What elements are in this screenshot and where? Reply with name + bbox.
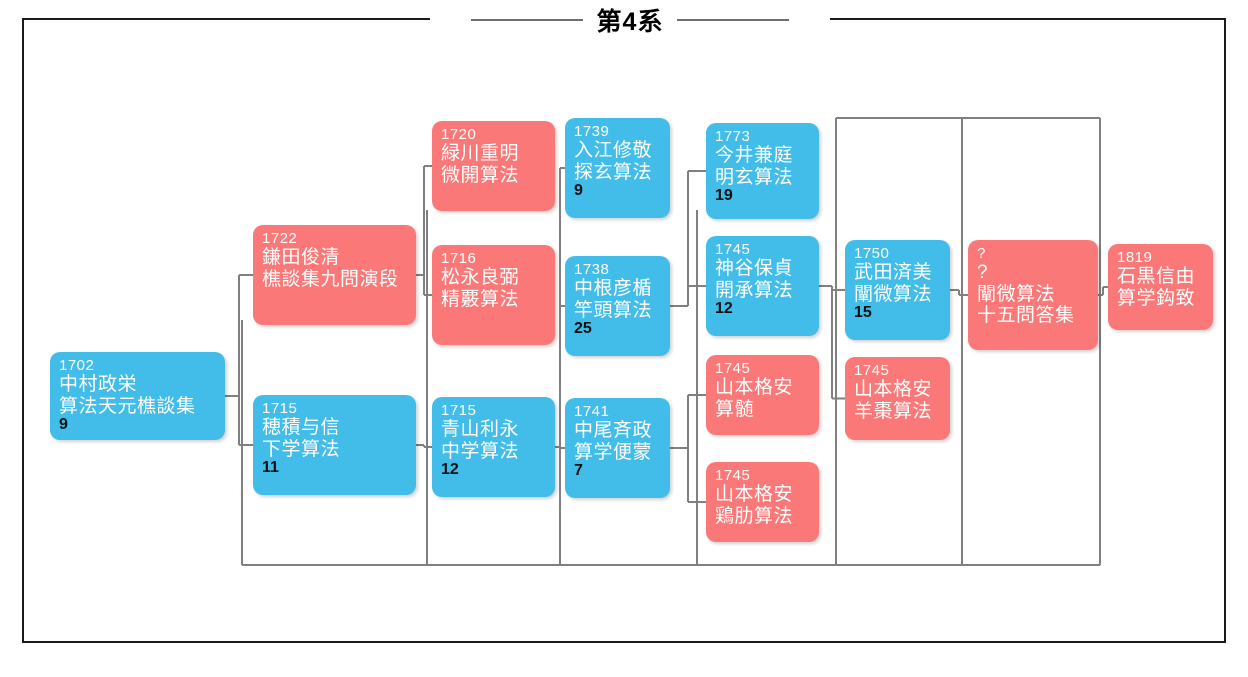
node-work-title: 下学算法 — [262, 438, 341, 460]
node-problem-count: 9 — [574, 182, 583, 200]
node-problem-count: 12 — [715, 300, 733, 318]
node-author: 中尾斉政 — [574, 420, 653, 442]
node-problem-count: 15 — [854, 304, 872, 322]
node-year: 1750 — [854, 245, 890, 262]
node-author: 神谷保貞 — [715, 258, 794, 280]
node-author: 石黒信由 — [1117, 266, 1196, 288]
node-year: 1720 — [441, 126, 477, 143]
node-author: 今井兼庭 — [715, 145, 794, 167]
node-author: 中村政栄 — [59, 374, 138, 396]
node-author: 鎌田俊清 — [262, 247, 341, 269]
node-author: 青山利永 — [441, 419, 520, 441]
node-year: 1738 — [574, 261, 610, 278]
node-problem-count: 7 — [574, 462, 583, 480]
node-year: 1745 — [854, 362, 890, 379]
node-author: 山本格安 — [715, 484, 794, 506]
node-author: 武田済美 — [854, 262, 933, 284]
node-year: 1722 — [262, 230, 298, 247]
node-work-title-2: 十五問答集 — [977, 305, 1075, 327]
node-work-title: 闡微算法 — [977, 283, 1056, 305]
node-year: 1745 — [715, 241, 751, 258]
node-author: 中根彦楯 — [574, 278, 653, 300]
node-year: 1745 — [715, 467, 751, 484]
node-work-title: 探玄算法 — [574, 161, 653, 183]
node-author: 松永良弼 — [441, 267, 520, 289]
node-author: 山本格安 — [854, 379, 933, 401]
node-year: 1741 — [574, 403, 610, 420]
node-work-title: 精覈算法 — [441, 288, 520, 310]
node-author: ? — [977, 262, 989, 284]
node-work-title: 中学算法 — [441, 440, 520, 462]
node-work-title: 闡微算法 — [854, 283, 933, 305]
node-problem-count: 9 — [59, 416, 68, 434]
node-work-title: 算髄 — [715, 398, 755, 420]
node-author: 穂積与信 — [262, 417, 341, 439]
node-problem-count: 11 — [262, 459, 279, 477]
node-work-title: 明玄算法 — [715, 166, 794, 188]
node-year: 1715 — [441, 402, 477, 419]
node-author: 緑川重明 — [441, 143, 520, 165]
node-work-title: 算学便蒙 — [574, 441, 653, 463]
node-work-title: 算学鈎致 — [1117, 287, 1196, 309]
node-year: 1739 — [574, 123, 610, 140]
node-work-title: 開承算法 — [715, 279, 794, 301]
node-work-title: 樵談集九問演段 — [262, 268, 399, 290]
node-year: 1715 — [262, 400, 298, 417]
node-work-title: 竿頭算法 — [574, 299, 653, 321]
title-rule-right — [677, 19, 790, 21]
node-nq[interactable]: ??闡微算法十五問答集 — [968, 240, 1098, 350]
node-year: 1716 — [441, 250, 477, 267]
node-year: 1819 — [1117, 249, 1153, 266]
node-problem-count: 12 — [441, 461, 459, 479]
page-title: 第4系 — [596, 8, 664, 36]
node-work-title: 鶏肋算法 — [715, 505, 794, 527]
title-rule-left — [470, 19, 583, 21]
diagram-title-block: 第4系 — [430, 2, 830, 38]
node-year: 1773 — [715, 128, 751, 145]
node-problem-count: 19 — [715, 187, 733, 205]
node-author: 山本格安 — [715, 377, 794, 399]
node-work-title: 微開算法 — [441, 164, 520, 186]
node-year: 1702 — [59, 357, 95, 374]
node-work-title: 算法天元樵談集 — [59, 395, 196, 417]
node-author: 入江修敬 — [574, 140, 653, 162]
node-year: ? — [977, 245, 986, 262]
node-work-title: 羊棗算法 — [854, 400, 933, 422]
node-problem-count: 25 — [574, 320, 592, 338]
node-year: 1745 — [715, 360, 751, 377]
